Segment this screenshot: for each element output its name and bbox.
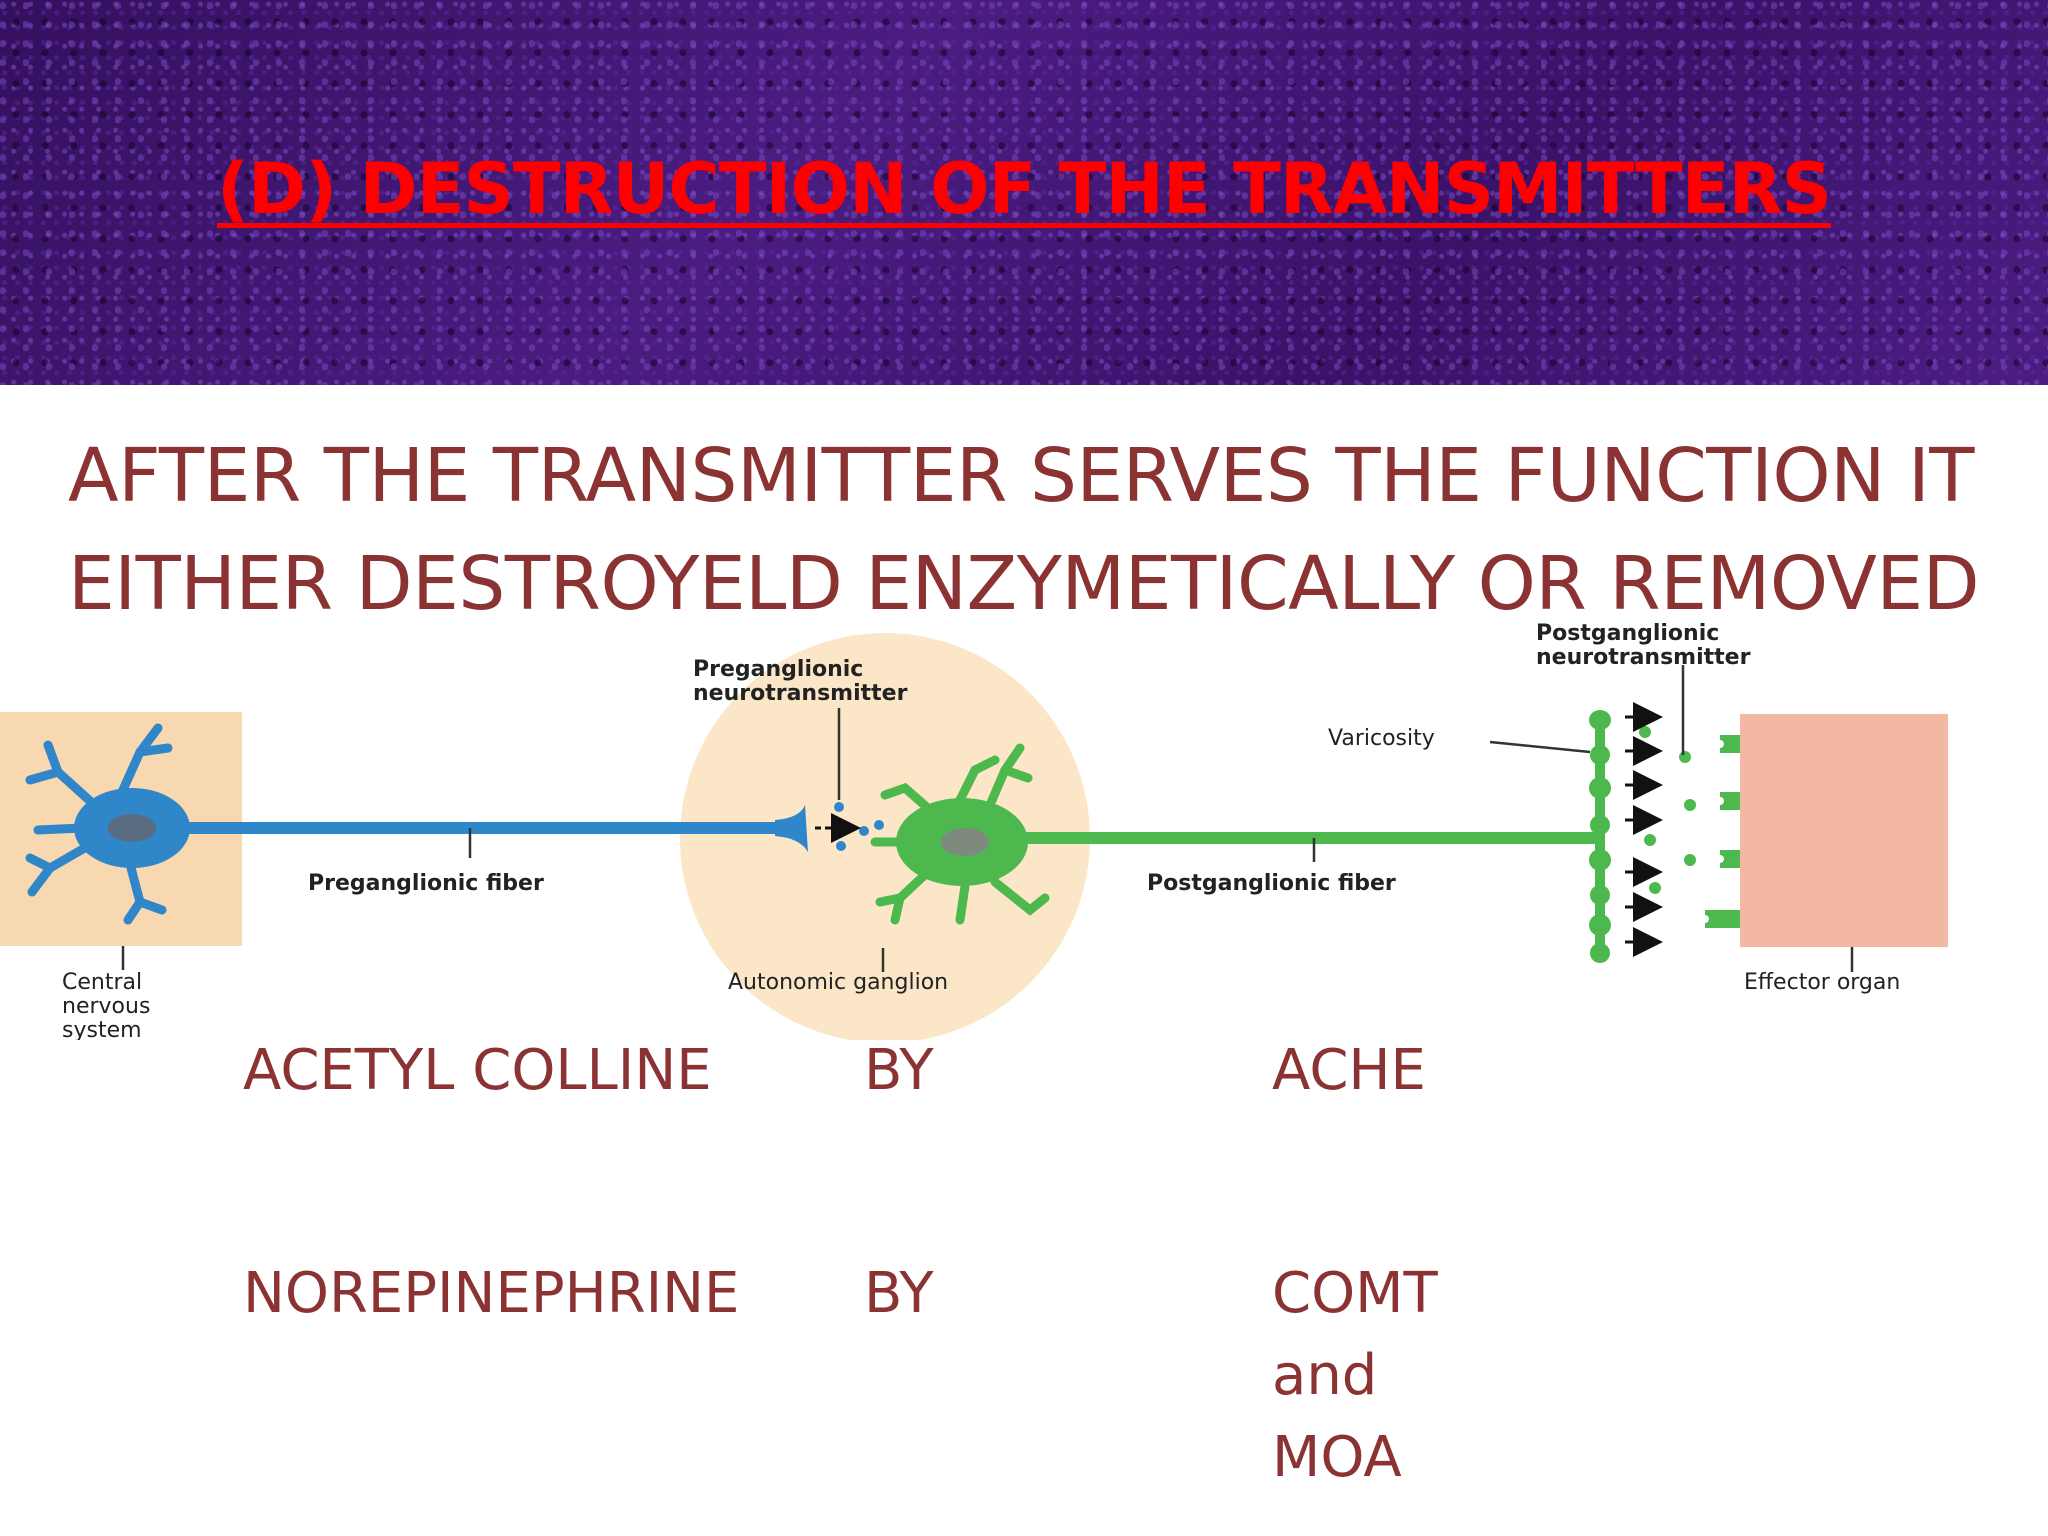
row-2-transmitter: NOREPINEPHRINE [243, 1261, 740, 1326]
pre-neuron-nucleus [108, 814, 156, 842]
label-cns-2: nervous [62, 994, 150, 1019]
label-postganglionic-fiber: Postganglionic fiber [1147, 871, 1396, 896]
row-2-enzyme-line-2: and [1272, 1343, 1378, 1408]
leader-lines [121, 665, 1854, 972]
row-2-enzyme-line-3: MOA [1272, 1425, 1402, 1490]
label-postganglionic-neurotransmitter-2: neurotransmitter [1536, 645, 1751, 670]
effector-receptors [1705, 735, 1740, 928]
preganglionic-vesicles [834, 802, 884, 851]
label-preganglionic-fiber: Preganglionic fiber [308, 871, 544, 896]
postganglionic-neuron [870, 710, 1611, 963]
diagram-svg: Preganglionic neurotransmitter Postgangl… [0, 621, 1948, 1040]
effector-organ-box [1740, 714, 1948, 947]
label-varicosity: Varicosity [1328, 726, 1435, 751]
intro-line-1: AFTER THE TRANSMITTER SERVES THE FUNCTIO… [68, 433, 1974, 519]
varicosities [1589, 710, 1611, 963]
title-banner: (D) DESTRUCTION OF THE TRANSMITTERS [0, 0, 2048, 385]
label-autonomic-ganglion: Autonomic ganglion [728, 970, 948, 995]
preganglionic-neuron [25, 723, 808, 925]
label-postganglionic-neurotransmitter-1: Postganglionic [1536, 621, 1719, 646]
post-neuron-nucleus [941, 828, 989, 856]
post-dendrites [870, 743, 1050, 925]
label-effector-organ: Effector organ [1744, 970, 1900, 995]
label-preganglionic-neurotransmitter-1: Preganglionic [693, 657, 863, 682]
label-preganglionic-neurotransmitter-2: neurotransmitter [693, 681, 908, 706]
release-arrows [1625, 702, 1663, 957]
intro-line-2: EITHER DESTROYELD ENZYMETICALLY OR REMOV… [68, 541, 1980, 627]
pre-dendrites [25, 723, 173, 925]
label-cns-1: Central [62, 970, 142, 995]
row-1-by: BY [864, 1038, 934, 1103]
ganglion-circle [680, 633, 1090, 1040]
row-1-enzyme: ACHE [1272, 1038, 1426, 1103]
row-2-by: BY [864, 1261, 934, 1326]
intro-text: AFTER THE TRANSMITTER SERVES THE FUNCTIO… [68, 422, 2008, 638]
row-1-transmitter: ACETYL COLLINE [243, 1038, 712, 1103]
autonomic-pathway-diagram: Preganglionic neurotransmitter Postgangl… [0, 620, 2000, 1040]
pre-axon-terminal [775, 805, 808, 852]
label-cns-3: system [62, 1018, 142, 1040]
slide-title: (D) DESTRUCTION OF THE TRANSMITTERS [217, 148, 1832, 230]
row-2-enzyme-line-1: COMT [1272, 1261, 1438, 1326]
